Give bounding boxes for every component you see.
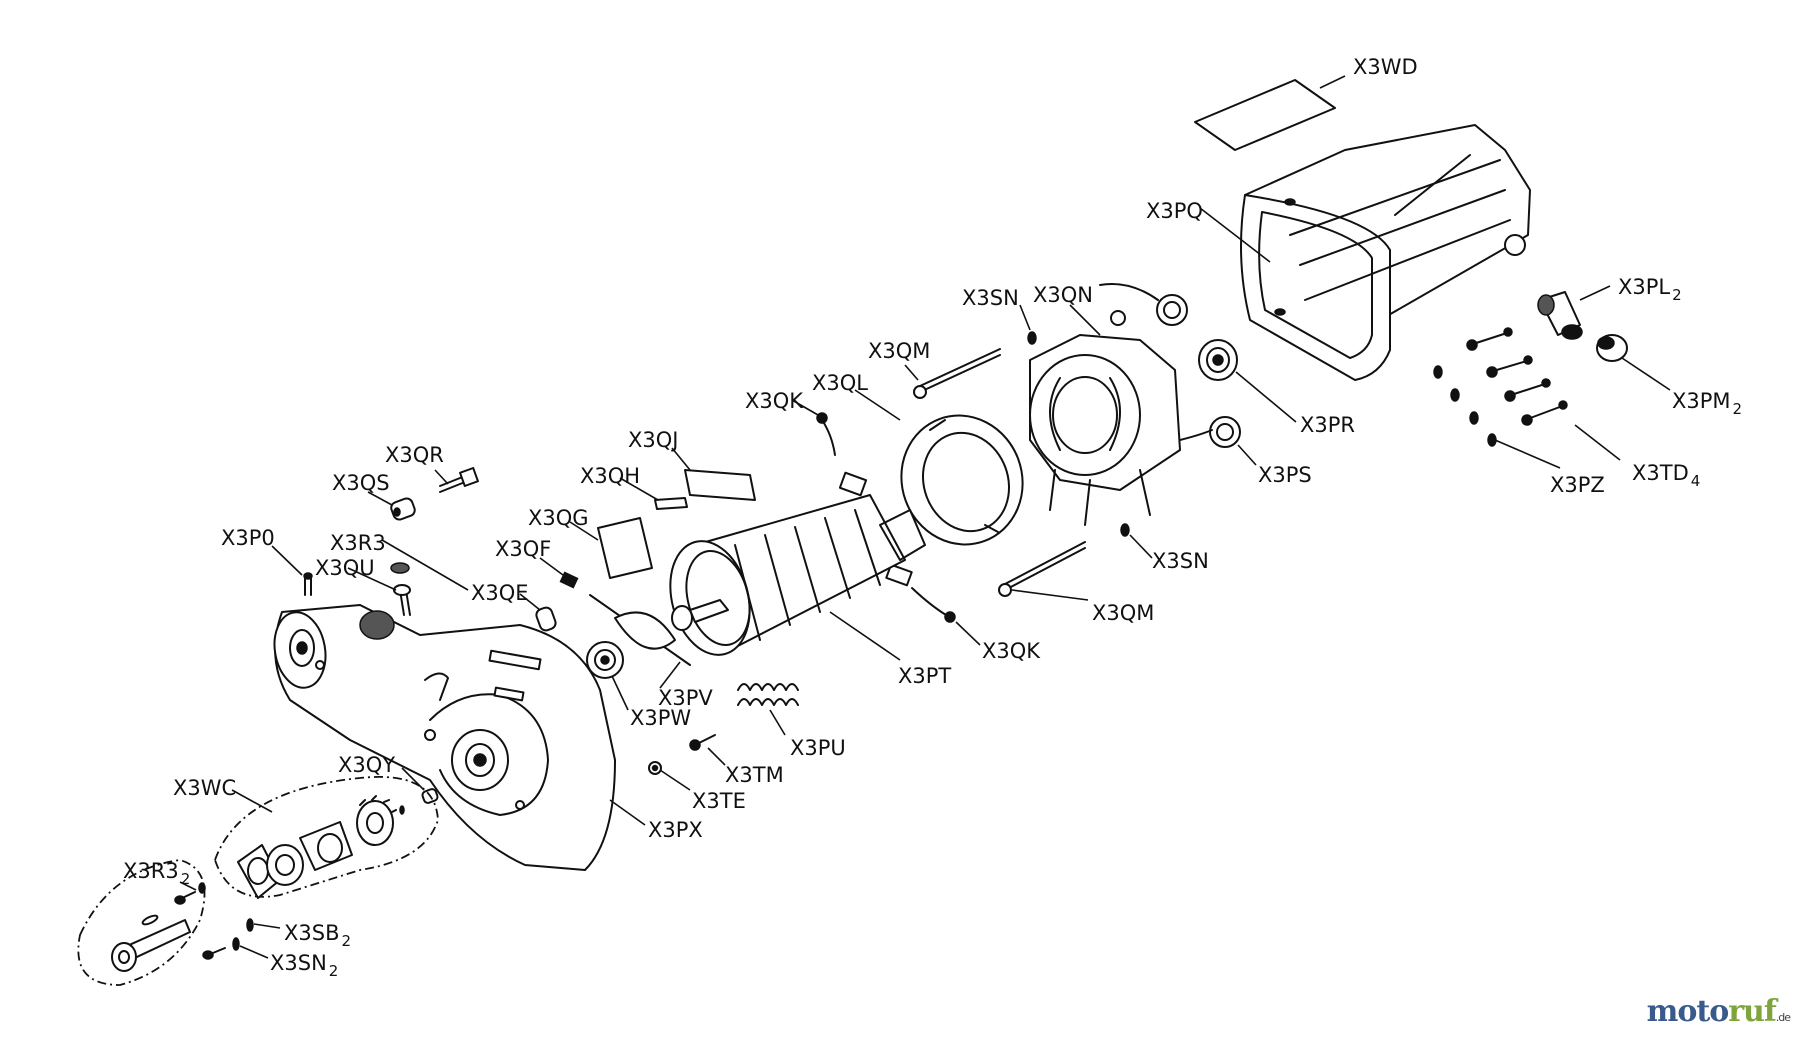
label-x3pw: X3PW (630, 706, 691, 730)
label-x3qn: X3QN (1033, 283, 1093, 307)
part-x3qk-brush-lower (885, 563, 956, 623)
part-x3qu-screw (393, 584, 411, 616)
part-x3pl-brush-cap (1537, 291, 1583, 340)
part-x3ps-ring (1209, 416, 1241, 448)
part-x3qh-label (654, 497, 688, 510)
part-x3qj-label (684, 469, 756, 501)
label-x3qk-a: X3QK (745, 389, 804, 413)
part-x3qs-bush (390, 497, 416, 521)
label-x3ql: X3QL (812, 371, 868, 395)
watermark-tld: .de (1775, 1011, 1791, 1024)
part-x3sn-upper (1027, 331, 1037, 345)
label-x3sn-b: X3SN (1152, 549, 1209, 573)
part-x3pv-spring-clip (589, 594, 691, 666)
part-x3r3-washer (390, 562, 410, 574)
label-x3pq: X3PQ (1146, 199, 1203, 223)
label-x3tm: X3TM (725, 763, 784, 787)
label-x3pt: X3PT (898, 664, 951, 688)
label-x3qg: X3QG (528, 506, 589, 530)
part-x3qk-brush-upper (816, 412, 868, 497)
watermark-logo: motoruf.de (1646, 994, 1791, 1029)
label-x3qf: X3QF (495, 537, 551, 561)
label-x3wc: X3WC (173, 776, 236, 800)
label-x3wd: X3WD (1353, 55, 1418, 79)
part-x3te-nut (648, 761, 662, 775)
part-x3qr-screw (439, 467, 479, 493)
part-x3p0-set-screw (303, 572, 313, 596)
label-x3pz: X3PZ (1550, 473, 1605, 497)
part-x3tm-screw (689, 734, 716, 751)
label-x3qm-b: X3QM (1092, 601, 1154, 625)
part-x3qg-label (597, 517, 653, 579)
label-x3r3: X3R3 (330, 531, 386, 555)
part-x3ql-baffle (900, 414, 1024, 546)
part-x3qn-field-coil (1029, 310, 1213, 526)
label-x3qr: X3QR (385, 443, 444, 467)
watermark-part1: moto (1646, 994, 1730, 1029)
label-x3sn-a: X3SN (962, 286, 1019, 310)
part-x3qe-pin (535, 606, 557, 632)
part-x3qm-screw-upper (913, 348, 1001, 399)
part-spindle-assembly (77, 859, 206, 986)
label-x3pr: X3PR (1300, 413, 1355, 437)
leader-lines (179, 75, 1671, 959)
part-x3pm-brush-cap (1596, 334, 1628, 362)
label-x3pu: X3PU (790, 736, 846, 760)
label-x3ps: X3PS (1258, 463, 1312, 487)
part-x3pz-washers (1433, 365, 1497, 447)
part-x3px-gear-housing (273, 604, 616, 871)
part-x3pr-bearing (1198, 339, 1238, 381)
label-x3te: X3TE (692, 789, 746, 813)
part-x3qf-block (559, 571, 579, 589)
label-x3qm-a: X3QM (868, 339, 930, 363)
part-x3sb-washer (246, 918, 254, 932)
label-x3qk-b: X3QK (982, 639, 1041, 663)
part-x3pt-armature (669, 494, 926, 656)
part-x3wd-label-plate (1194, 79, 1336, 151)
part-x3pu-spring (737, 683, 799, 706)
part-x3qm-screw-lower (998, 541, 1086, 597)
label-x3px: X3PX (648, 818, 703, 842)
part-x3wc-gear-assembly (214, 776, 439, 899)
part-x3qn-ring (1099, 283, 1188, 326)
label-x3p0: X3P0 (221, 526, 275, 550)
label-x3qe: X3QE (471, 581, 529, 605)
watermark-part2: ruf (1728, 994, 1777, 1029)
part-x3sn-2-screw (202, 937, 240, 960)
part-x3r3-2-screw (174, 882, 206, 905)
label-x3qy: X3QY (338, 753, 395, 777)
part-x3pw-bearing (586, 641, 624, 679)
label-x3pv: X3PV (658, 686, 713, 710)
label-x3qj: X3QJ (628, 428, 678, 452)
label-x3qh: X3QH (580, 464, 640, 488)
label-x3qs: X3QS (332, 471, 390, 495)
label-x3qu: X3QU (315, 556, 375, 580)
part-x3pq-motor-housing (1240, 124, 1531, 381)
part-x3sn-lower (1120, 523, 1130, 537)
part-x3td-screws (1466, 327, 1568, 426)
